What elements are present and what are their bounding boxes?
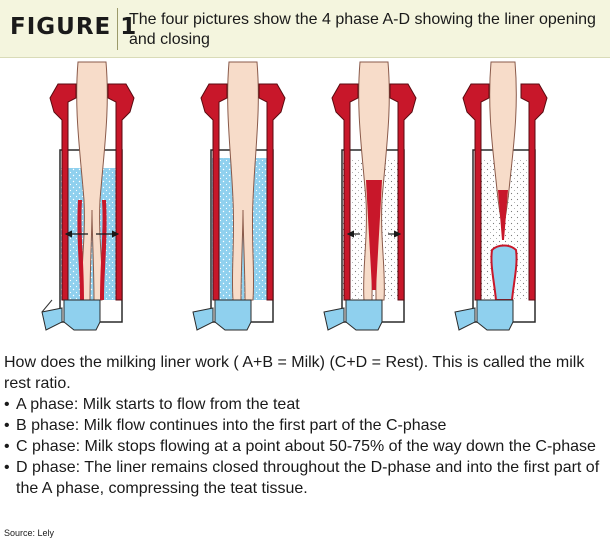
liner-unit-c (323, 61, 417, 331)
liner-unit-d (454, 61, 548, 331)
figure-title: The four pictures show the 4 phase A-D s… (129, 11, 596, 48)
liner-phase-illustration (41, 61, 548, 331)
header-divider (0, 57, 610, 58)
phase-item-b: B phase: Milk flow continues into the fi… (4, 415, 607, 436)
source-credit: Source: Lely (4, 528, 55, 538)
caption-intro: How does the milking liner work ( A+B = … (4, 354, 585, 392)
phase-item-c: C phase: Milk stops flowing at a point a… (4, 436, 607, 457)
figure-label: FIGURE 1 (10, 14, 138, 40)
phase-item-d: D phase: The liner remains closed throug… (4, 457, 607, 499)
caption: How does the milking liner work ( A+B = … (4, 352, 607, 499)
header-vertical-divider (117, 8, 118, 50)
phase-item-a: A phase: Milk starts to flow from the te… (4, 394, 607, 415)
liner-unit-a (41, 61, 135, 331)
phase-list: A phase: Milk starts to flow from the te… (4, 394, 607, 499)
liner-unit-b (192, 61, 286, 331)
figure-header (0, 0, 610, 57)
